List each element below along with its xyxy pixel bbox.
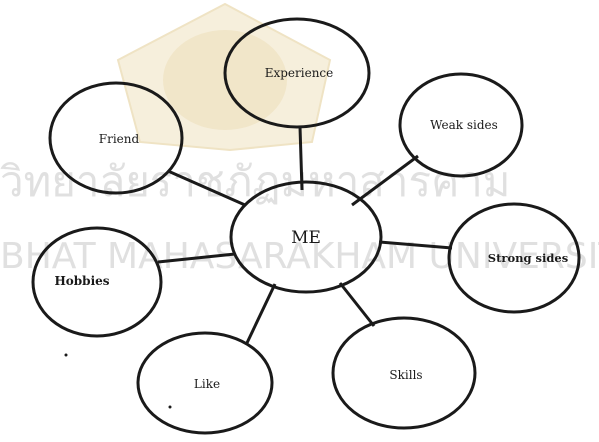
speck (64, 353, 68, 357)
center-ellipse (229, 180, 383, 294)
node-strong-sides-ellipse (447, 202, 581, 314)
node-experience-ellipse (223, 17, 371, 129)
node-like-ellipse (136, 331, 274, 435)
speck (168, 405, 172, 409)
node-skills: Skills (331, 316, 477, 430)
node-weak-sides-ellipse (398, 72, 524, 178)
node-strong-sides-label: Strong sides (488, 251, 568, 265)
node-strong-sides: Strong sides (447, 202, 581, 314)
node-friend-label: Friend (99, 132, 140, 146)
node-hobbies-label: Hobbies (54, 274, 109, 288)
node-skills-label: Skills (389, 368, 422, 382)
watermark-english: BHAT MAHASARAKHAM UNIVERSITY (0, 236, 599, 277)
node-hobbies-ellipse (31, 226, 163, 338)
node-weak-sides: Weak sides (398, 72, 524, 178)
connector-skills (338, 282, 376, 327)
node-like-label: Like (194, 377, 220, 391)
node-weak-sides-label: Weak sides (430, 118, 498, 132)
connectors (157, 126, 453, 346)
center-node: ME (229, 180, 383, 294)
connector-friend (167, 169, 246, 207)
node-friend-ellipse (48, 81, 184, 195)
connector-hobbies (157, 252, 236, 264)
center-label: ME (291, 228, 321, 248)
node-experience-label: Experience (265, 66, 334, 80)
connector-experience (298, 126, 304, 191)
connector-like (244, 283, 277, 346)
connector-strong-sides (378, 240, 453, 250)
node-experience: Experience (223, 17, 371, 129)
connector-weak-sides (351, 154, 419, 207)
node-friend: Friend (48, 81, 184, 195)
node-hobbies: Hobbies (31, 226, 163, 338)
node-skills-ellipse (331, 316, 477, 430)
node-like: Like (136, 331, 274, 435)
